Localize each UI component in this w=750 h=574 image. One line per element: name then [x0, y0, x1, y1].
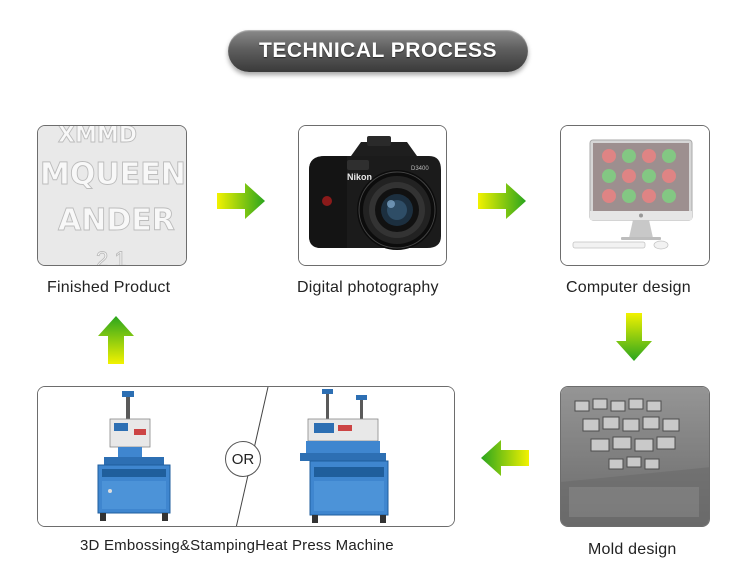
or-badge: OR — [225, 441, 261, 477]
embossed-line-3: ANDER — [58, 203, 175, 238]
arrow-down-icon — [616, 313, 652, 361]
arrow-right-icon — [478, 183, 526, 219]
finished-product-label: Finished Product — [47, 279, 171, 296]
computer-image — [560, 125, 710, 266]
arrow-up-icon — [98, 316, 134, 364]
camera-model: D3400 — [411, 166, 429, 172]
page-title: TECHNICAL PROCESS — [259, 39, 497, 62]
mold-image — [560, 386, 710, 527]
arrow-right-icon — [217, 183, 265, 219]
embossed-line-1: XMMD — [58, 126, 137, 148]
digital-photography-label: Digital photography — [297, 279, 439, 296]
mold-design-label: Mold design — [588, 541, 677, 558]
finished-product-image: XMMD MQUEEN ANDER 2 1 — [37, 125, 187, 266]
svg-text:2 1: 2 1 — [96, 247, 127, 266]
or-label: OR — [231, 450, 255, 468]
machine-label: 3D Embossing&StampingHeat Press Machine — [80, 537, 394, 554]
embossed-line-2: MQUEEN — [40, 157, 186, 192]
computer-design-label: Computer design — [566, 279, 691, 296]
machines-image — [37, 386, 455, 527]
title-banner: TECHNICAL PROCESS — [228, 30, 528, 72]
camera-image: Nikon D3400 — [298, 125, 447, 266]
camera-brand: Nikon — [347, 172, 372, 182]
heat-press-machine-illustration — [300, 389, 389, 523]
embossing-machine-illustration — [97, 391, 171, 521]
arrow-left-icon — [481, 440, 529, 476]
